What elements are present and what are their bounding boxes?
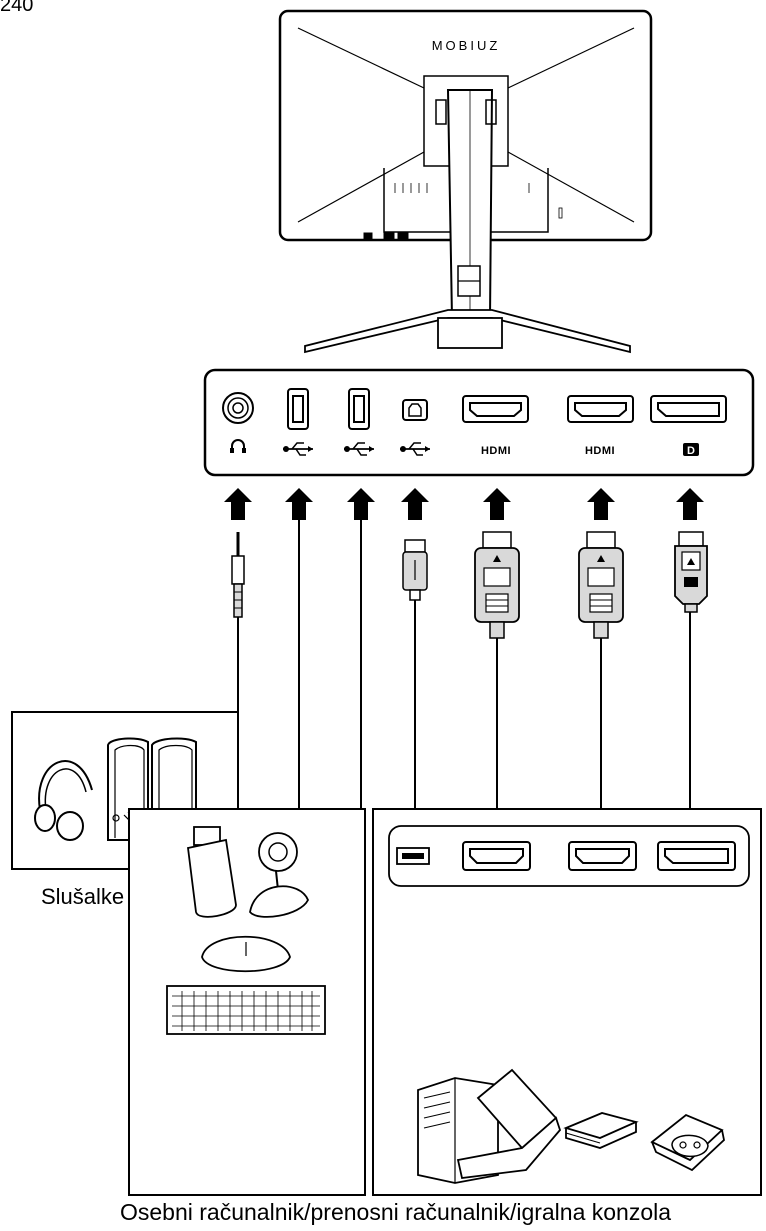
usb-b-port bbox=[402, 399, 428, 421]
headphones-icon bbox=[34, 760, 93, 841]
usb-b-plug bbox=[402, 539, 428, 601]
displayport-plug-top bbox=[674, 531, 708, 613]
displayport-icon bbox=[683, 443, 699, 456]
arrows-to-monitor bbox=[224, 488, 704, 520]
displayport-port bbox=[650, 395, 727, 423]
console-controller-icon bbox=[650, 1113, 725, 1172]
hdmi-plug-top-2 bbox=[578, 531, 624, 639]
computer-usb-port bbox=[396, 847, 430, 865]
peripherals-box bbox=[128, 808, 366, 1196]
page-number: 240 bbox=[0, 0, 34, 16]
mouse-icon bbox=[201, 935, 291, 973]
keyboard-icon bbox=[166, 985, 326, 1035]
connection-diagram: MOBIUZ bbox=[11, 9, 762, 1196]
hdmi-label-1: HDMI bbox=[481, 445, 511, 457]
webcam-icon bbox=[249, 832, 309, 918]
hdmi-port-1 bbox=[462, 395, 529, 423]
computer-caption: Osebni računalnik/prenosni računalnik/ig… bbox=[120, 1199, 672, 1225]
hdmi-port-2 bbox=[567, 395, 634, 423]
usb-icon bbox=[344, 442, 374, 456]
computer-displayport-port bbox=[657, 841, 736, 871]
audio-jack-port bbox=[222, 392, 254, 424]
usb-stick-icon bbox=[187, 826, 237, 918]
computer-hdmi-port-1 bbox=[462, 841, 531, 871]
usb-icon bbox=[400, 442, 430, 456]
port-panel bbox=[203, 368, 755, 477]
hdmi-label-2: HDMI bbox=[585, 445, 615, 457]
usb-icon bbox=[283, 442, 313, 456]
hdmi-plug-top-1 bbox=[474, 531, 520, 639]
headphones-caption: Slušalke bbox=[41, 884, 125, 909]
computer-hdmi-port-2 bbox=[568, 841, 637, 871]
audio-plug bbox=[231, 532, 245, 618]
laptop-icon bbox=[456, 1068, 562, 1179]
computer-box bbox=[372, 808, 762, 1196]
monitor-logo: MOBIUZ bbox=[432, 38, 501, 53]
usb-a-port-2 bbox=[348, 388, 370, 430]
monitor-rear-view bbox=[278, 9, 653, 354]
game-console-icon bbox=[563, 1112, 639, 1149]
headphone-icon bbox=[230, 439, 246, 453]
usb-a-port-1 bbox=[287, 388, 309, 430]
displayport-label: D bbox=[687, 445, 695, 457]
